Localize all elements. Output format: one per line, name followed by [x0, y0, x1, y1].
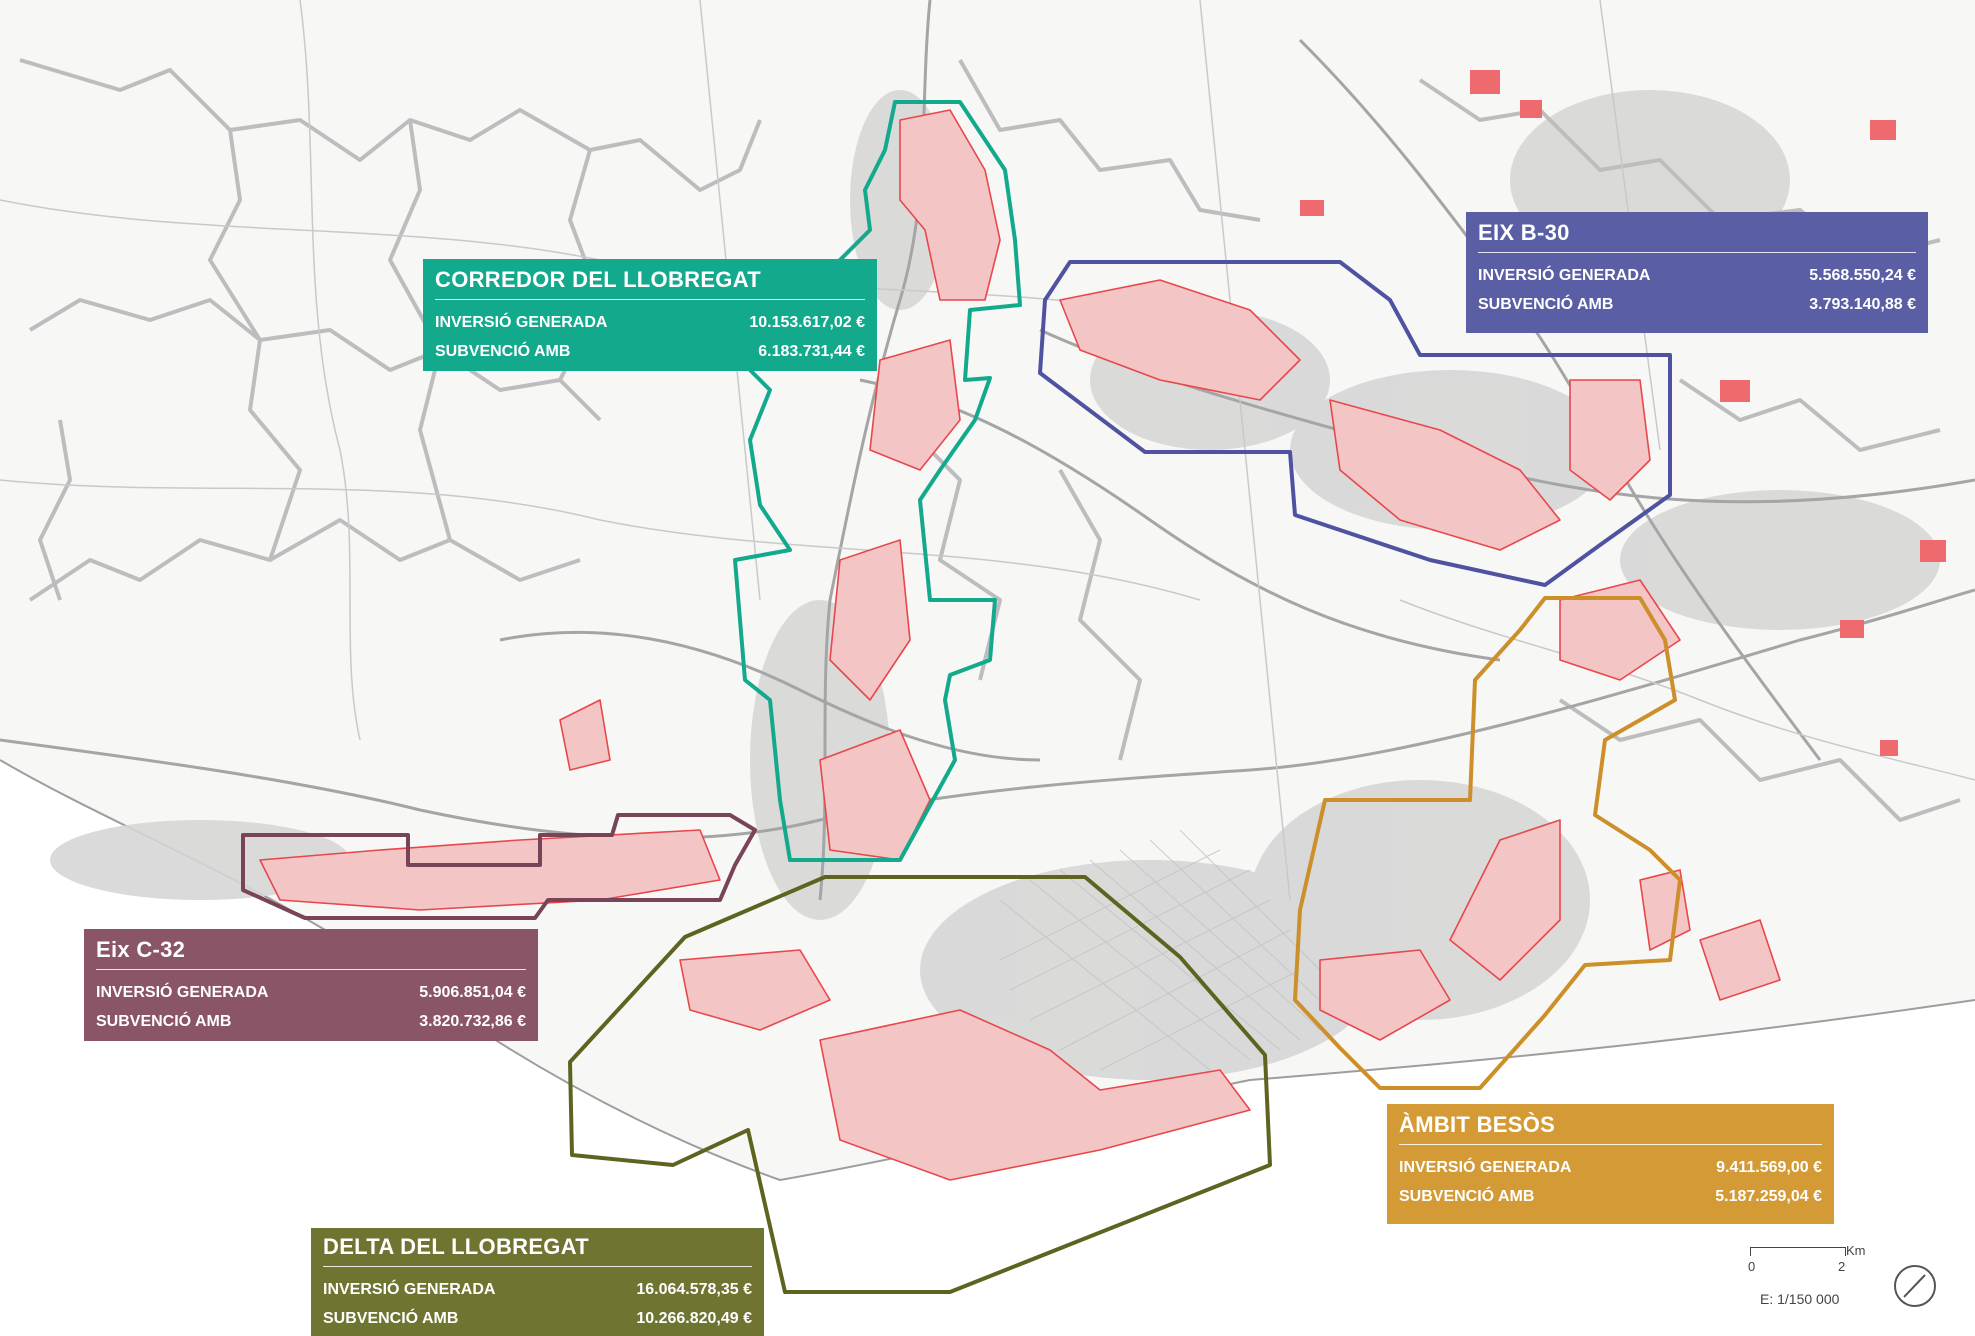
b30-panel: EIX B-30 INVERSIÓ GENERADA 5.568.550,24 €… — [1466, 212, 1928, 333]
corredor-title: CORREDOR DEL LLOBREGAT — [435, 267, 865, 300]
delta-inversio-row: INVERSIÓ GENERADA 16.064.578,35 € — [323, 1275, 752, 1304]
inversio-value: 16.064.578,35 € — [636, 1281, 752, 1298]
subvencio-value: 6.183.731,44 € — [758, 343, 865, 360]
besos-outline — [1293, 596, 1682, 1090]
besos-panel: ÀMBIT BESÒS INVERSIÓ GENERADA 9.411.569,0… — [1387, 1104, 1834, 1224]
delta-title: DELTA DEL LLOBREGAT — [323, 1234, 752, 1267]
delta-panel: DELTA DEL LLOBREGAT INVERSIÓ GENERADA 16.… — [311, 1228, 764, 1336]
b30-outline — [1038, 260, 1672, 587]
inversio-label: INVERSIÓ GENERADA — [435, 314, 608, 331]
corredor-panel: CORREDOR DEL LLOBREGAT INVERSIÓ GENERADA… — [423, 259, 877, 371]
subvencio-value: 3.820.732,86 € — [419, 1013, 526, 1030]
inversio-value: 10.153.617,02 € — [749, 314, 865, 331]
inversio-value: 5.568.550,24 € — [1809, 267, 1916, 284]
b30-title: EIX B-30 — [1478, 220, 1916, 253]
b30-inversio-row: INVERSIÓ GENERADA 5.568.550,24 € — [1478, 261, 1916, 290]
subvencio-label: SUBVENCIÓ AMB — [96, 1013, 232, 1030]
corredor-subvencio-row: SUBVENCIÓ AMB 6.183.731,44 € — [435, 337, 865, 366]
scale-bar-line — [1750, 1247, 1846, 1256]
besos-inversio-row: INVERSIÓ GENERADA 9.411.569,00 € — [1399, 1153, 1822, 1182]
delta-subvencio-row: SUBVENCIÓ AMB 10.266.820,49 € — [323, 1304, 752, 1333]
c32-panel: Eix C-32 INVERSIÓ GENERADA 5.906.851,04 €… — [84, 929, 538, 1041]
subvencio-label: SUBVENCIÓ AMB — [1399, 1188, 1535, 1205]
b30-subvencio-row: SUBVENCIÓ AMB 3.793.140,88 € — [1478, 290, 1916, 319]
subvencio-value: 3.793.140,88 € — [1809, 296, 1916, 313]
north-arrow-icon — [1894, 1265, 1936, 1307]
scale-bar: Km 0 2 E: 1/150 000 — [1748, 1243, 1866, 1315]
subvencio-label: SUBVENCIÓ AMB — [323, 1310, 459, 1327]
c32-outline — [241, 813, 757, 920]
besos-title: ÀMBIT BESÒS — [1399, 1112, 1822, 1145]
inversio-label: INVERSIÓ GENERADA — [96, 984, 269, 1001]
industrial-estates — [259, 109, 1781, 1181]
inversio-value: 9.411.569,00 € — [1716, 1159, 1822, 1176]
subvencio-label: SUBVENCIÓ AMB — [1478, 296, 1614, 313]
delta-outline — [568, 875, 1272, 1294]
inversio-label: INVERSIÓ GENERADA — [1399, 1159, 1572, 1176]
c32-inversio-row: INVERSIÓ GENERADA 5.906.851,04 € — [96, 978, 526, 1007]
c32-subvencio-row: SUBVENCIÓ AMB 3.820.732,86 € — [96, 1007, 526, 1036]
subvencio-label: SUBVENCIÓ AMB — [435, 343, 571, 360]
besos-subvencio-row: SUBVENCIÓ AMB 5.187.259,04 € — [1399, 1182, 1822, 1211]
c32-title: Eix C-32 — [96, 937, 526, 970]
inversio-label: INVERSIÓ GENERADA — [323, 1281, 496, 1298]
inversio-value: 5.906.851,04 € — [419, 984, 526, 1001]
inversio-label: INVERSIÓ GENERADA — [1478, 267, 1651, 284]
scale-unit: Km — [1846, 1243, 1866, 1258]
scale-tick-start: 0 — [1748, 1259, 1756, 1274]
city-grid — [999, 829, 1331, 1071]
scale-label: E: 1/150 000 — [1760, 1291, 1840, 1307]
corredor-inversio-row: INVERSIÓ GENERADA 10.153.617,02 € — [435, 308, 865, 337]
scale-tick-end: 2 — [1838, 1259, 1846, 1274]
subvencio-value: 5.187.259,04 € — [1715, 1188, 1822, 1205]
subvencio-value: 10.266.820,49 € — [636, 1310, 752, 1327]
